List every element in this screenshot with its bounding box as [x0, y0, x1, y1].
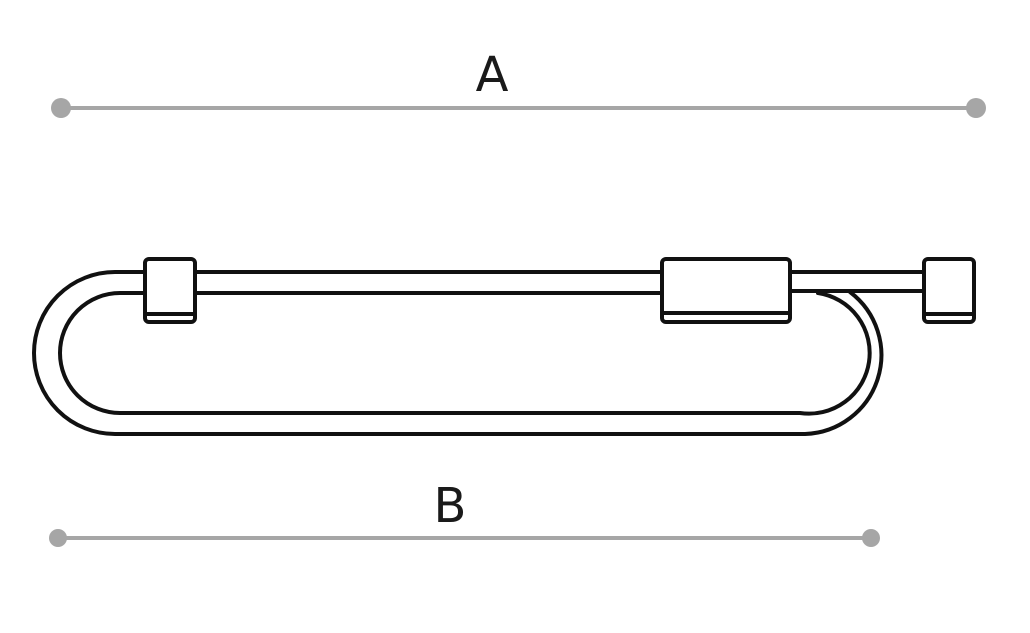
rail-loop-inner: [58, 291, 872, 416]
dimension-a: A: [51, 47, 986, 118]
towel-rail: [32, 257, 976, 436]
right-bracket: [922, 257, 976, 324]
dimension-b-label: B: [434, 478, 467, 534]
dimension-a-start-dot: [51, 98, 71, 118]
dimension-b-end-dot: [862, 529, 880, 547]
dimension-a-label: A: [476, 47, 509, 103]
middle-connector: [660, 257, 792, 324]
rail-loop-outer: [32, 270, 884, 436]
dimension-b: B: [49, 478, 880, 547]
dimension-a-end-dot: [966, 98, 986, 118]
left-bracket: [143, 257, 197, 324]
dimension-b-start-dot: [49, 529, 67, 547]
